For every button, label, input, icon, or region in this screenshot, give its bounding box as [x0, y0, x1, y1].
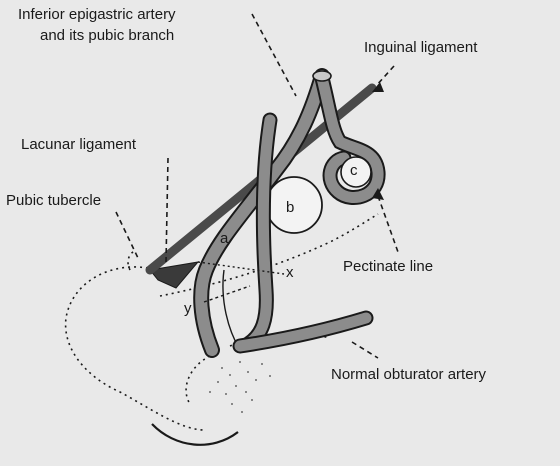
label-pectinate-line: Pectinate line	[343, 258, 433, 276]
letter-a: a	[220, 230, 228, 247]
label-lacunar-ligament: Lacunar ligament	[21, 136, 136, 154]
bottom-arc	[152, 424, 238, 445]
letter-y: y	[184, 300, 192, 317]
leader-inferior-epigastric	[252, 14, 296, 96]
leader-lacunar	[166, 158, 168, 262]
label-inguinal-ligament: Inguinal ligament	[364, 39, 477, 57]
y-indicator-line	[204, 286, 250, 302]
vessel-top-cap	[313, 71, 331, 81]
leader-pubic-tubercle	[116, 212, 138, 258]
letter-c: c	[350, 162, 358, 179]
label-normal-obturator-artery: Normal obturator artery	[331, 366, 486, 384]
letter-b: b	[286, 199, 294, 216]
leader-inguinal	[376, 66, 394, 86]
label-pubic-tubercle: Pubic tubercle	[6, 192, 101, 210]
label-inferior-epigastric-line2: and its pubic branch	[40, 27, 174, 45]
label-inferior-epigastric-line1: Inferior epigastric artery	[18, 6, 176, 24]
letter-x: x	[286, 264, 294, 281]
stipple-shading	[209, 361, 271, 413]
leader-pectinate	[378, 196, 398, 252]
leader-obturator	[352, 342, 378, 358]
femoral-canal-outline	[223, 270, 240, 350]
